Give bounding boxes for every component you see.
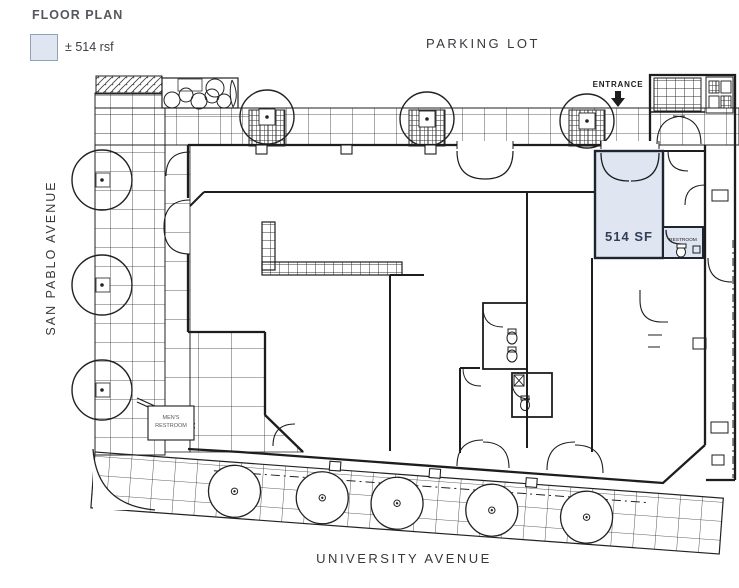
planting-bed	[95, 75, 239, 110]
entrance-label: ENTRANCE	[593, 80, 644, 89]
page-title: FLOOR PLAN	[32, 8, 124, 22]
building-walls	[163, 73, 737, 485]
center-restrooms	[462, 302, 553, 418]
restroom-label: RESTROOM	[669, 237, 697, 243]
mens-restroom: MEN'S RESTROOM	[136, 397, 196, 441]
legend-swatch	[30, 34, 58, 61]
tree-planter	[71, 149, 133, 421]
legend-label: ± 514 rsf	[65, 40, 114, 54]
sidewalk-bottom	[90, 451, 724, 555]
suite-highlight: 514 SF RESTROOM	[593, 149, 704, 260]
tree-planter	[239, 89, 615, 149]
sidewalk-left	[92, 92, 304, 511]
entrance-marker: ENTRANCE	[593, 80, 644, 107]
mens-restroom-label: RESTROOM	[155, 423, 187, 429]
tree-planter	[207, 464, 614, 544]
entrance-arrow-icon	[611, 91, 625, 107]
suite-area	[593, 149, 665, 260]
suite-label: 514 SF	[605, 229, 653, 244]
entry-vestibule	[650, 76, 734, 145]
street-label-parking-lot: PARKING LOT	[426, 36, 540, 51]
street-label-university-avenue: UNIVERSITY AVENUE	[316, 551, 492, 566]
mens-restroom-label: MEN'S	[163, 415, 180, 421]
